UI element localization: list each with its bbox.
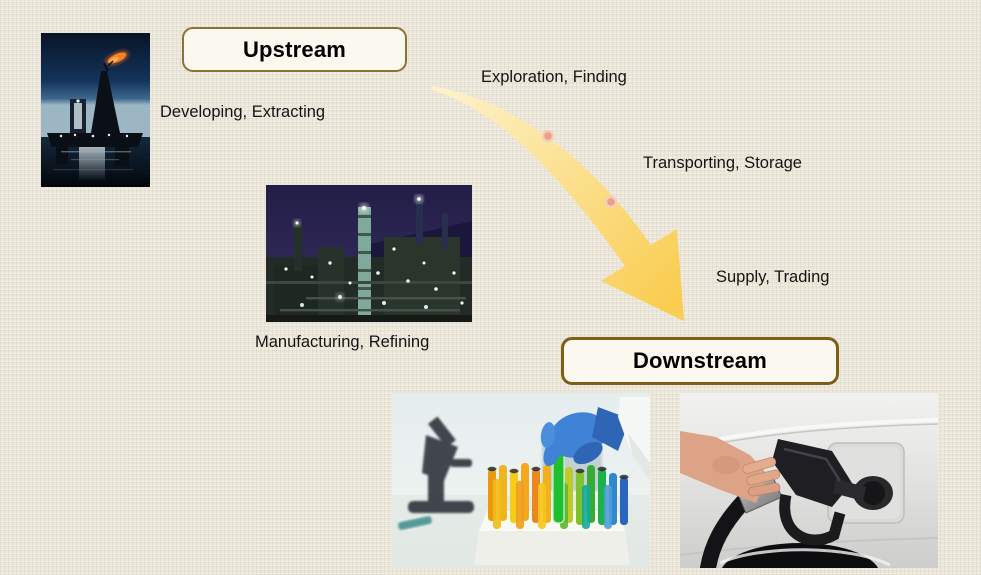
arrow-dot-1 — [541, 129, 555, 143]
test-tubes-image — [392, 393, 650, 568]
upstream-label: Upstream — [242, 36, 347, 62]
oil-rig-image — [41, 33, 150, 187]
label-supply: Supply, Trading — [716, 268, 830, 286]
label-manufacturing: Manufacturing, Refining — [255, 333, 430, 351]
downstream-box: Downstream — [561, 337, 839, 385]
refueling-image — [680, 393, 938, 568]
refinery-image — [266, 185, 472, 322]
label-transporting: Transporting, Storage — [643, 154, 802, 172]
arrow-body — [432, 86, 684, 321]
upstream-box: Upstream — [182, 27, 407, 72]
label-developing: Developing, Extracting — [160, 103, 326, 121]
arrow-dot-2 — [604, 195, 618, 209]
label-exploration: Exploration, Finding — [481, 68, 627, 86]
downstream-label: Downstream — [632, 348, 768, 373]
